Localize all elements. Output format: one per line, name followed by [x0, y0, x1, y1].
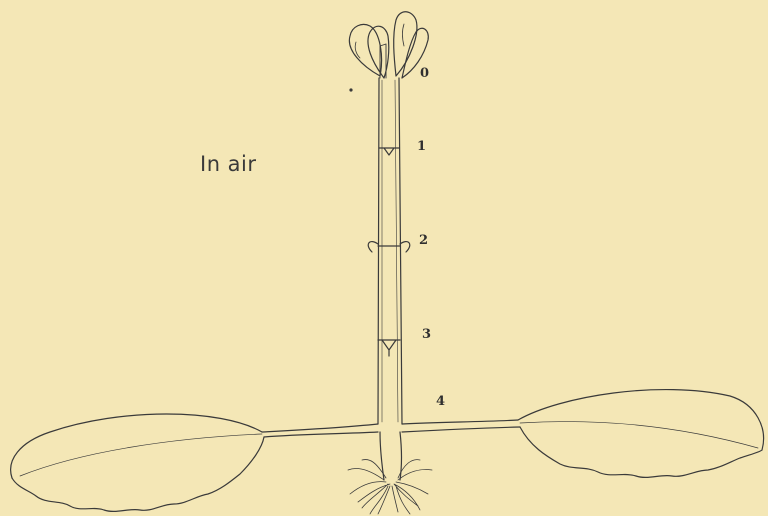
node-label-3: 3 [422, 327, 431, 342]
node-label-4: 4 [436, 394, 445, 409]
terminal-bud [349, 12, 428, 78]
node-label-2: 2 [419, 233, 428, 248]
left-cotyledon [11, 414, 378, 511]
roots [348, 432, 432, 514]
caption-in-air: In air [200, 152, 257, 176]
node-label-0: 0 [420, 66, 429, 81]
main-stem [350, 78, 410, 424]
right-cotyledon [402, 390, 764, 478]
node-label-1: 1 [417, 139, 426, 154]
